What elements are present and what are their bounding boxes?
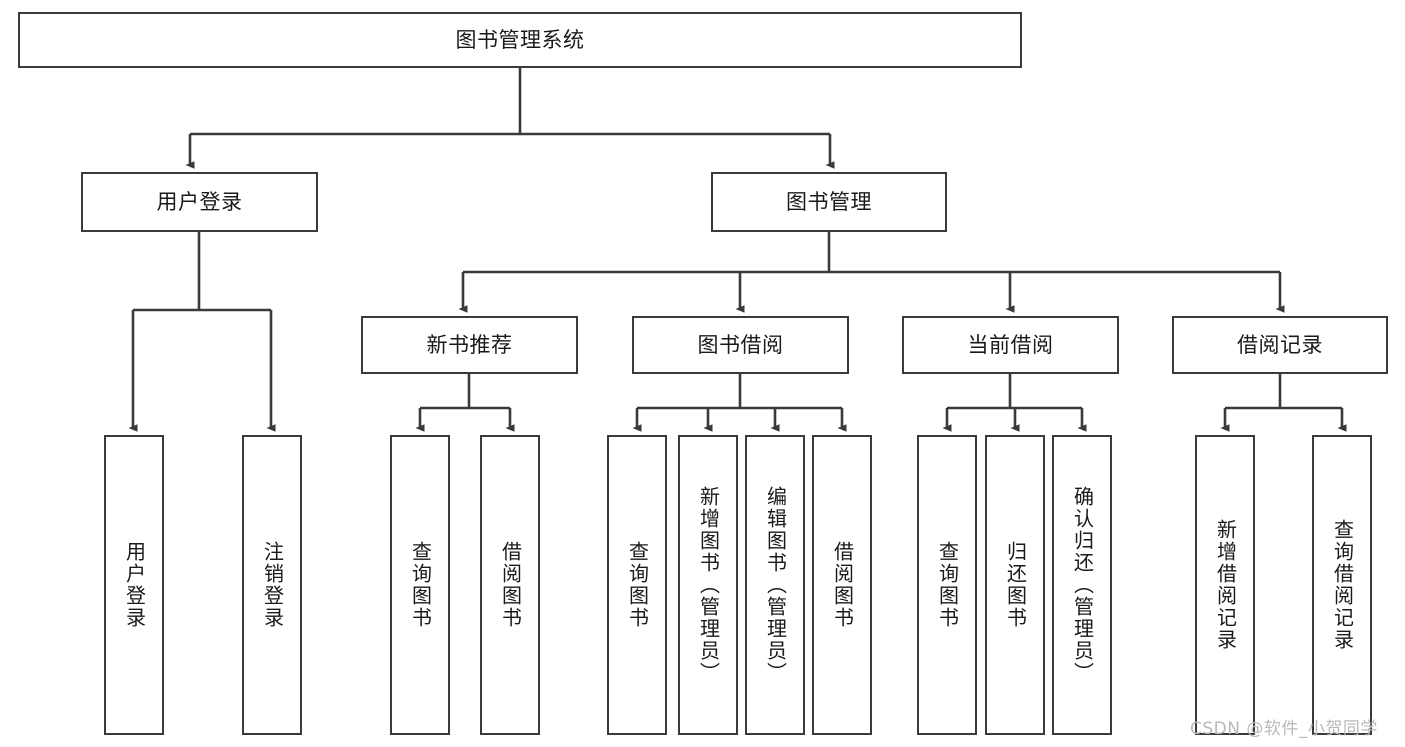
- node-root-label: 图书管理系统: [455, 27, 585, 52]
- node-leaf-user-login-label: 用户登录: [122, 541, 147, 629]
- node-borrow-record-label: 借阅记录: [1237, 332, 1323, 357]
- node-leaf-edit-book[interactable]: 编辑图书（管理员）: [745, 435, 805, 735]
- node-leaf-query-record-label: 查询借阅记录: [1330, 519, 1355, 651]
- node-current-borrow-label: 当前借阅: [967, 332, 1054, 357]
- node-current-borrow[interactable]: 当前借阅: [902, 316, 1119, 374]
- node-leaf-borrow-book-2-label: 借阅图书: [830, 541, 855, 629]
- node-leaf-query-book-1[interactable]: 查询图书: [390, 435, 450, 735]
- node-leaf-borrow-book-1[interactable]: 借阅图书: [480, 435, 540, 735]
- node-leaf-return-book[interactable]: 归还图书: [985, 435, 1045, 735]
- node-book-management[interactable]: 图书管理: [711, 172, 947, 232]
- node-leaf-query-book-1-label: 查询图书: [408, 541, 433, 629]
- node-user-login-label: 用户登录: [156, 189, 243, 214]
- node-leaf-confirm-return[interactable]: 确认归还（管理员）: [1052, 435, 1112, 735]
- node-leaf-query-book-3-label: 查询图书: [935, 541, 960, 629]
- node-book-borrow[interactable]: 图书借阅: [632, 316, 849, 374]
- node-leaf-add-book[interactable]: 新增图书（管理员）: [678, 435, 738, 735]
- node-leaf-add-record[interactable]: 新增借阅记录: [1195, 435, 1255, 735]
- node-new-book-recommend[interactable]: 新书推荐: [361, 316, 578, 374]
- node-leaf-query-book-2-label: 查询图书: [625, 541, 650, 629]
- node-leaf-query-book-3[interactable]: 查询图书: [917, 435, 977, 735]
- node-leaf-borrow-book-1-label: 借阅图书: [498, 541, 523, 629]
- node-leaf-confirm-return-label: 确认归还（管理员）: [1070, 486, 1095, 684]
- node-book-management-label: 图书管理: [786, 189, 872, 214]
- node-leaf-return-book-label: 归还图书: [1003, 541, 1028, 629]
- node-leaf-add-book-label: 新增图书（管理员）: [696, 486, 721, 684]
- node-new-book-recommend-label: 新书推荐: [426, 332, 513, 357]
- node-leaf-logout-label: 注销登录: [260, 541, 285, 629]
- node-root[interactable]: 图书管理系统: [18, 12, 1022, 68]
- node-book-borrow-label: 图书借阅: [697, 332, 784, 357]
- node-leaf-query-book-2[interactable]: 查询图书: [607, 435, 667, 735]
- node-leaf-edit-book-label: 编辑图书（管理员）: [763, 486, 788, 684]
- node-borrow-record[interactable]: 借阅记录: [1172, 316, 1388, 374]
- node-leaf-query-record[interactable]: 查询借阅记录: [1312, 435, 1372, 735]
- node-leaf-add-record-label: 新增借阅记录: [1213, 519, 1238, 651]
- node-leaf-borrow-book-2[interactable]: 借阅图书: [812, 435, 872, 735]
- watermark-text: CSDN @软件_小贺同学: [1190, 719, 1378, 739]
- node-leaf-user-login[interactable]: 用户登录: [104, 435, 164, 735]
- node-user-login[interactable]: 用户登录: [81, 172, 318, 232]
- node-leaf-logout[interactable]: 注销登录: [242, 435, 302, 735]
